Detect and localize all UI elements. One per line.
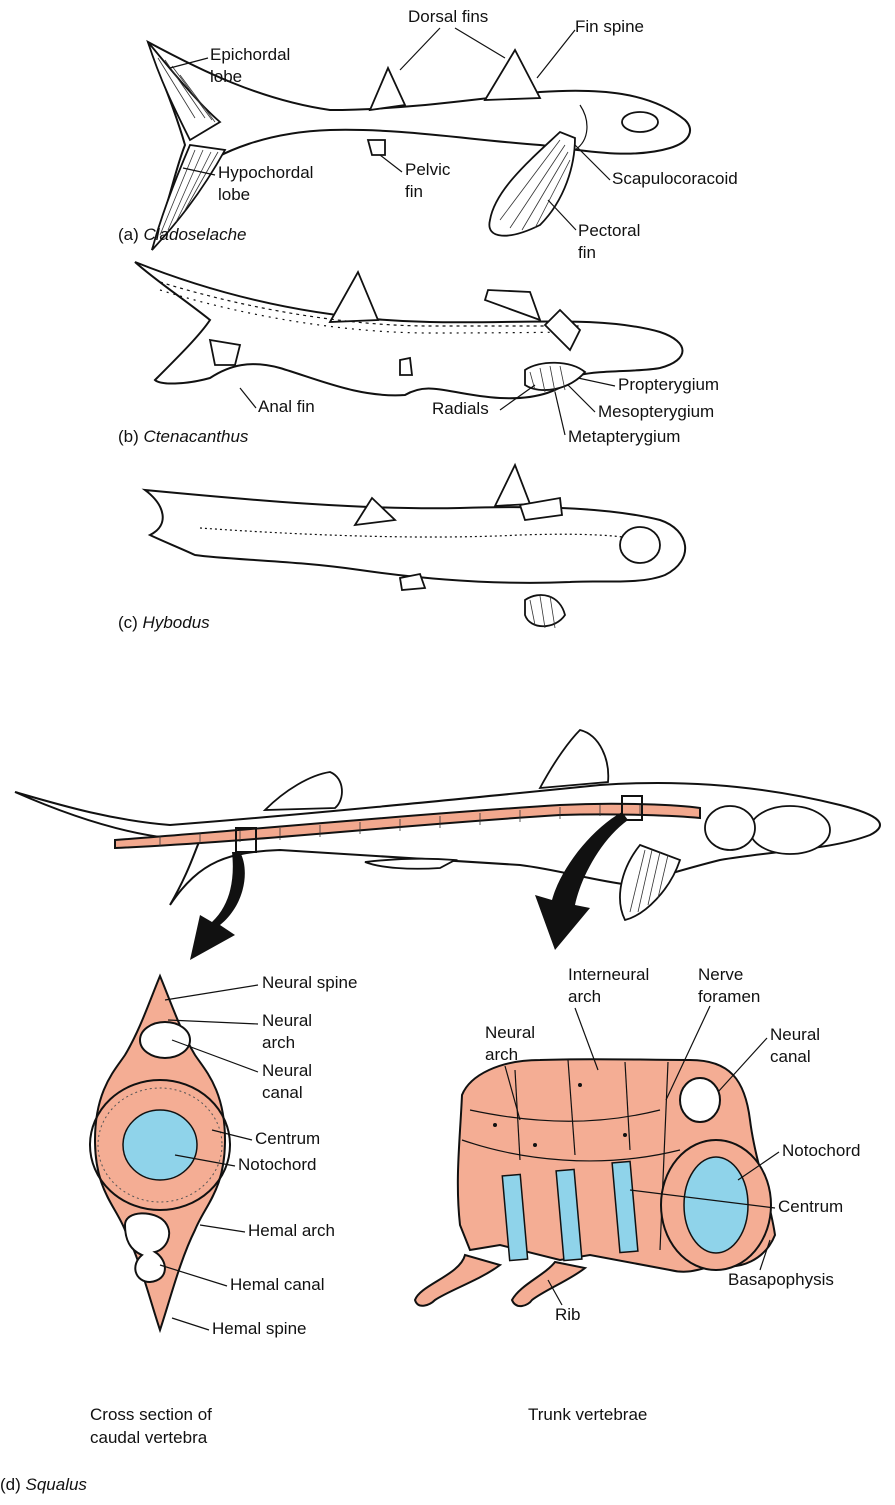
caption-b-taxon: Ctenacanthus bbox=[144, 427, 249, 446]
trunk-label-basapophysis: Basapophysis bbox=[728, 1270, 834, 1289]
caption-d-taxon: Squalus bbox=[26, 1475, 88, 1494]
trunk-label-neural-canal-2: canal bbox=[770, 1047, 811, 1066]
label-metapterygium: Metapterygium bbox=[568, 427, 680, 446]
caption-c-prefix: (c) bbox=[118, 613, 143, 632]
caption-b: (b) Ctenacanthus bbox=[118, 427, 249, 446]
trunk-label-notochord: Notochord bbox=[782, 1141, 860, 1160]
trunk-label-interneural-1: Interneural bbox=[568, 965, 649, 984]
label-pelvic-1: Pelvic bbox=[405, 160, 451, 179]
trunk-caption: Trunk vertebrae bbox=[528, 1405, 647, 1424]
caption-b-prefix: (b) bbox=[118, 427, 144, 446]
caption-d: (d) Squalus bbox=[0, 1475, 87, 1494]
caudal-label-hemal-spine: Hemal spine bbox=[212, 1319, 307, 1338]
ctenacanthus-drawing bbox=[135, 262, 683, 398]
caudal-label-hemal-canal: Hemal canal bbox=[230, 1275, 325, 1294]
label-dorsal-fins: Dorsal fins bbox=[408, 7, 488, 26]
caudal-label-notochord: Notochord bbox=[238, 1155, 316, 1174]
squalus-drawing bbox=[15, 730, 880, 920]
caption-a: (a) Cladoselache bbox=[118, 225, 247, 244]
trunk-label-neural-arch-2: arch bbox=[485, 1045, 518, 1064]
label-anal-fin: Anal fin bbox=[258, 397, 315, 416]
caudal-label-hemal-arch: Hemal arch bbox=[248, 1221, 335, 1240]
caption-c: (c) Hybodus bbox=[118, 613, 210, 632]
caption-d-prefix: (d) bbox=[0, 1475, 26, 1494]
label-pectoral-1: Pectoral bbox=[578, 221, 640, 240]
caption-a-taxon: Cladoselache bbox=[144, 225, 247, 244]
caudal-caption-1: Cross section of bbox=[90, 1405, 212, 1424]
trunk-label-neural-arch-1: Neural bbox=[485, 1023, 535, 1042]
trunk-label-nerve-2: foramen bbox=[698, 987, 760, 1006]
trunk-label-centrum: Centrum bbox=[778, 1197, 843, 1216]
caudal-label-neural-arch-1: Neural bbox=[262, 1011, 312, 1030]
caption-a-prefix: (a) bbox=[118, 225, 144, 244]
label-epichordal-2: lobe bbox=[210, 67, 242, 86]
caudal-caption-2: caudal vertebra bbox=[90, 1428, 208, 1447]
label-pectoral-2: fin bbox=[578, 243, 596, 262]
hybodus-drawing bbox=[145, 465, 685, 628]
label-fin-spine: Fin spine bbox=[575, 17, 644, 36]
caption-c-taxon: Hybodus bbox=[143, 613, 211, 632]
label-hypochordal-2: lobe bbox=[218, 185, 250, 204]
label-hypochordal-1: Hypochordal bbox=[218, 163, 313, 182]
trunk-vertebrae-drawing bbox=[415, 1059, 775, 1306]
trunk-label-interneural-2: arch bbox=[568, 987, 601, 1006]
caudal-label-neural-canal-2: canal bbox=[262, 1083, 303, 1102]
label-radials: Radials bbox=[432, 399, 489, 418]
caudal-label-neural-arch-2: arch bbox=[262, 1033, 295, 1052]
label-epichordal-1: Epichordal bbox=[210, 45, 290, 64]
label-scapulocoracoid: Scapulocoracoid bbox=[612, 169, 738, 188]
caudal-vertebra-section bbox=[90, 976, 230, 1330]
trunk-label-nerve-1: Nerve bbox=[698, 965, 743, 984]
label-pelvic-2: fin bbox=[405, 182, 423, 201]
label-mesopterygium: Mesopterygium bbox=[598, 402, 714, 421]
trunk-label-rib: Rib bbox=[555, 1305, 581, 1324]
caudal-label-centrum: Centrum bbox=[255, 1129, 320, 1148]
caudal-label-neural-canal-1: Neural bbox=[262, 1061, 312, 1080]
trunk-label-neural-canal-1: Neural bbox=[770, 1025, 820, 1044]
caudal-label-neural-spine: Neural spine bbox=[262, 973, 357, 992]
label-propterygium: Propterygium bbox=[618, 375, 719, 394]
